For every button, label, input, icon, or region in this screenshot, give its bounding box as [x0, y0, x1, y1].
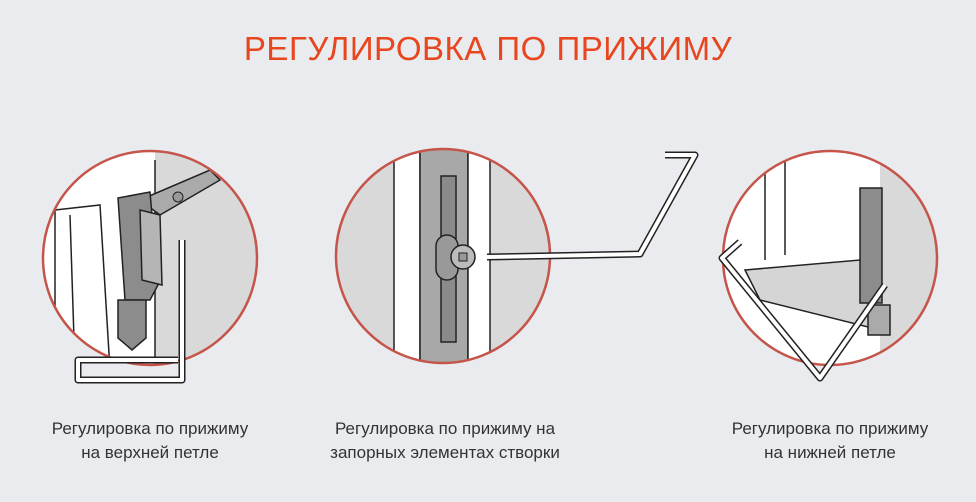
- caption-line: на верхней петле: [81, 443, 219, 462]
- caption-line: Регулировка по прижиму: [731, 419, 929, 438]
- caption-line: Регулировка по прижиму на: [334, 419, 556, 438]
- caption-upper-hinge: Регулировка по прижиму на верхней петле: [20, 417, 280, 465]
- caption-locking-elements: Регулировка по прижиму на запорных элеме…: [300, 417, 590, 465]
- locking-cam-illustration: [334, 147, 699, 365]
- page-title: РЕГУЛИРОВКА ПО ПРИЖИМУ: [243, 30, 733, 67]
- caption-lower-hinge: Регулировка по прижиму на нижней петле: [700, 417, 960, 465]
- upper-hinge-illustration: [41, 149, 259, 384]
- lower-hinge-illustration: [718, 149, 939, 382]
- caption-line: запорных элементах створки: [330, 443, 560, 462]
- caption-line: на нижней петле: [764, 443, 896, 462]
- caption-line: Регулировка по прижиму: [51, 419, 249, 438]
